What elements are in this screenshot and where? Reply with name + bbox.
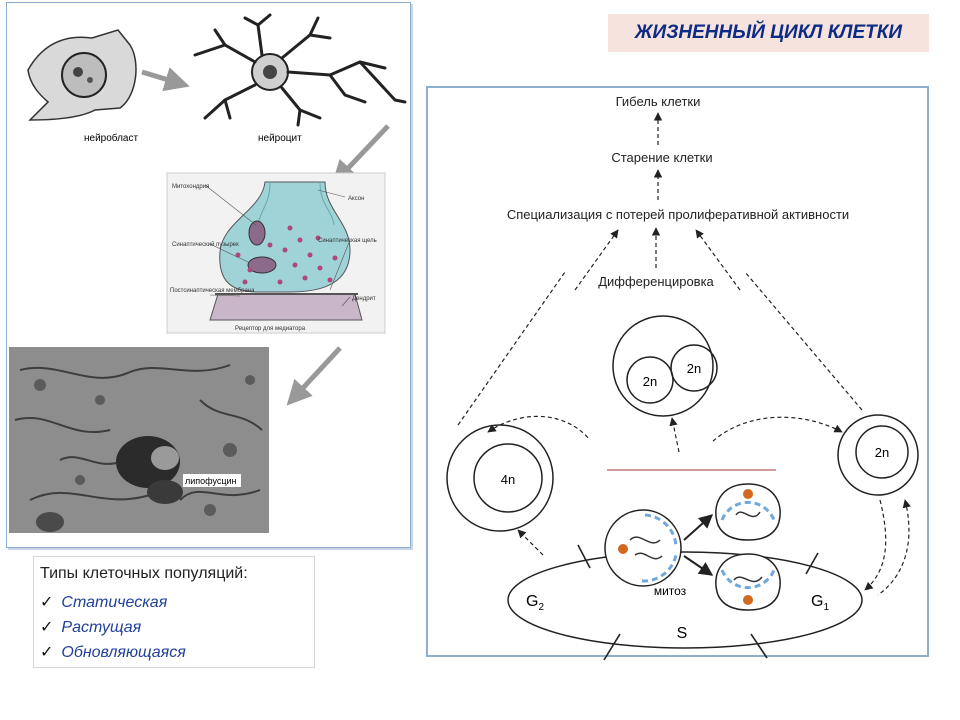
synapse-axon-label: Аксон bbox=[348, 196, 364, 202]
specialization-label: Специализация с потерей пролиферативной … bbox=[507, 207, 849, 222]
cell-2n-label-b: 2n bbox=[687, 361, 701, 376]
synapse-drawing: Митохондрия Аксон Синаптический пузырек … bbox=[166, 172, 386, 334]
cell-4n bbox=[446, 424, 554, 532]
left-illustration-frame bbox=[6, 2, 411, 548]
g1-phase-label: G1 bbox=[811, 593, 829, 613]
lipofuscin-label: липофусцин bbox=[185, 476, 237, 486]
synapse-postsynaptic-label: Постсинаптическая мембрана bbox=[170, 288, 255, 294]
cell-2n-right bbox=[837, 414, 919, 496]
cell-2n-right-label: 2n bbox=[875, 445, 889, 460]
check-icon: ✓ bbox=[40, 594, 54, 611]
arrow-icon bbox=[286, 346, 342, 406]
cycle-phase-ticks bbox=[577, 544, 819, 661]
neuroblast-cell-drawing bbox=[27, 29, 137, 121]
g2-phase-label: G2 bbox=[526, 593, 544, 613]
population-types-box: Типы клеточных популяций: ✓Статическая ✓… bbox=[33, 556, 315, 668]
synapse-vesicle-label: Синаптический пузырек bbox=[172, 241, 239, 248]
population-type-static: ✓Статическая bbox=[40, 594, 168, 611]
cell-cycle-ellipse bbox=[507, 551, 863, 649]
cell-4n-label: 4n bbox=[501, 472, 515, 487]
cell-death-label: Гибель клетки bbox=[616, 94, 701, 109]
population-types-heading: Типы клеточных популяций: bbox=[40, 565, 248, 582]
population-type-renewing: ✓Обновляющаяся bbox=[40, 644, 186, 661]
check-icon: ✓ bbox=[40, 644, 54, 661]
cell-2n-label-a: 2n bbox=[643, 374, 657, 389]
neurocyte-label: нейроцит bbox=[258, 133, 302, 144]
arrow-icon bbox=[141, 67, 190, 92]
differentiation-label: Дифференцировка bbox=[598, 274, 714, 289]
lipofuscin-micrograph: липофусцин bbox=[9, 347, 269, 533]
synapse-receptor-label: Рецептор для медиатора bbox=[235, 326, 306, 332]
check-icon: ✓ bbox=[40, 619, 54, 636]
page-title: ЖИЗНЕННЫЙ ЦИКЛ КЛЕТКИ bbox=[608, 14, 929, 52]
synapse-cleft-label: Синаптическая щель bbox=[318, 238, 377, 244]
neurocyte-cell-drawing bbox=[193, 13, 407, 127]
cycle-diagram-frame bbox=[426, 86, 929, 657]
mitosis-cells-drawing bbox=[604, 483, 781, 611]
population-type-growing: ✓Растущая bbox=[40, 619, 142, 636]
neuroblast-label: нейробласт bbox=[84, 132, 138, 144]
mitosis-label: митоз bbox=[654, 584, 687, 598]
cell-2n-pair bbox=[612, 315, 718, 417]
synapse-dendrite-label: Дендрит bbox=[352, 296, 376, 302]
cell-aging-label: Старение клетки bbox=[611, 150, 712, 165]
s-phase-label: S bbox=[677, 625, 688, 642]
synapse-mitochondria-label: Митохондрия bbox=[172, 184, 209, 190]
